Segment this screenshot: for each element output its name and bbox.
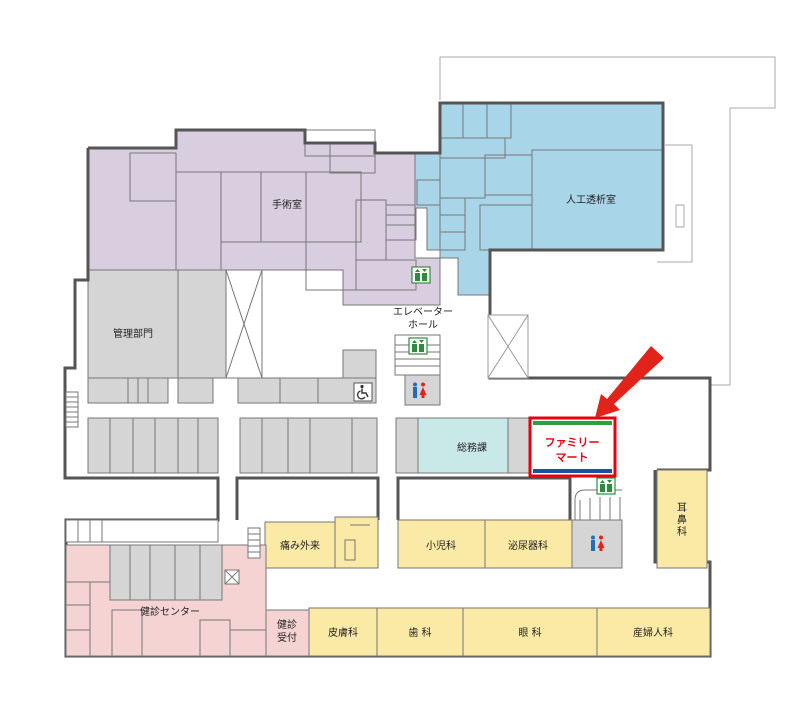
label-elevator-hall-2: ホール <box>408 319 438 331</box>
accessible-icon <box>353 382 373 402</box>
elevator-icon <box>408 337 428 355</box>
label-ent-3: 科 <box>677 525 687 538</box>
label-ophthalmology: 眼 科 <box>518 626 541 639</box>
label-dialysis: 人工透析室 <box>566 193 616 206</box>
label-checkup-center: 健診センター <box>140 605 200 618</box>
label-surgery: 手術室 <box>272 198 302 211</box>
middle-rooms <box>87 417 531 474</box>
wall-cutout-center <box>235 476 380 520</box>
left-wall <box>63 148 712 658</box>
label-pain-clinic: 痛み外来 <box>280 539 320 552</box>
label-general-affairs: 総務課 <box>457 441 487 454</box>
label-urology: 泌尿器科 <box>508 539 548 552</box>
label-ent-1: 耳 <box>677 502 687 514</box>
management-block <box>87 269 377 404</box>
label-checkup-reception-1: 健診 <box>277 618 297 631</box>
wall-cutout-right <box>396 476 572 520</box>
label-dentistry: 歯 科 <box>408 626 431 639</box>
left-stairs <box>65 391 79 428</box>
bottom-clinics <box>308 607 711 657</box>
label-management: 管理部門 <box>113 327 153 340</box>
checkup-center-block <box>65 544 310 657</box>
label-obgyn: 産婦人科 <box>633 626 673 639</box>
lower-departments <box>65 469 708 569</box>
upper-wall <box>88 101 712 472</box>
pointer-arrow-icon <box>595 346 664 418</box>
label-checkup-reception-2: 受付 <box>277 631 297 644</box>
elevator-icon <box>596 477 616 495</box>
shop-name-line1: ファミリー <box>545 436 600 449</box>
annex-outline <box>439 56 776 386</box>
elevator-icon <box>411 266 431 284</box>
label-pediatrics: 小児科 <box>426 539 456 552</box>
family-mart-shop[interactable]: ファミリー マート <box>528 416 617 478</box>
label-elevator-hall-1: エレベーター <box>393 306 453 318</box>
dialysis-block <box>414 102 664 296</box>
shop-name-line2: マート <box>556 451 589 464</box>
label-ent-2: 鼻 <box>677 513 687 526</box>
right-stairs <box>574 489 622 520</box>
restroom-icon <box>413 382 427 398</box>
label-dermatology: 皮膚科 <box>328 626 358 639</box>
restroom-icon <box>591 535 605 551</box>
